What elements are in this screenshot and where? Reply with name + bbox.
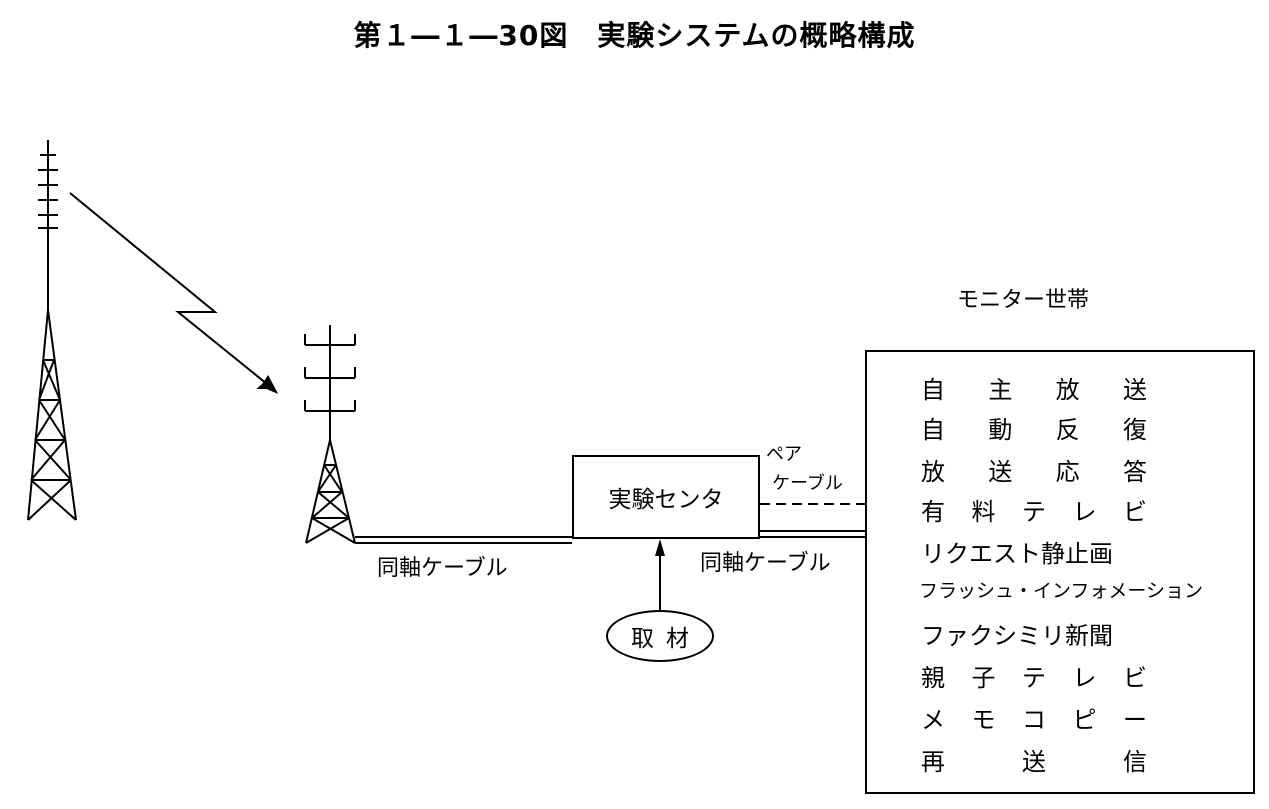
service-item: メモコピー <box>921 700 1147 735</box>
service-item: フラッシュ・インフォメーション <box>919 580 1204 602</box>
service-char: 放 <box>1055 376 1080 404</box>
service-char: ー <box>1123 706 1147 734</box>
service-char: コ <box>1022 706 1046 734</box>
monitor-households-label: モニター世帯 <box>957 288 1090 313</box>
service-char: 放 <box>921 458 945 486</box>
service-char: 再 <box>921 748 945 776</box>
service-char: 送 <box>988 458 1013 486</box>
service-char: 子 <box>971 664 996 692</box>
service-char: 動 <box>988 416 1013 444</box>
reporting-arrow-icon <box>655 539 665 610</box>
service-item: 自主放送 <box>921 370 1147 405</box>
radio-wave-icon <box>69 192 279 395</box>
service-char: 送 <box>1022 748 1046 776</box>
service-char: 有 <box>921 498 945 526</box>
service-item: リクエスト静止画 <box>921 540 1113 568</box>
service-item: 放送応答 <box>921 452 1147 487</box>
coax-cable-right-label: 同軸ケーブル <box>700 551 831 576</box>
service-char: モ <box>971 706 996 734</box>
service-item: ファクシミリ新聞 <box>921 622 1113 650</box>
service-char: ビ <box>1123 664 1147 692</box>
service-char: メ <box>921 706 945 734</box>
reporting-label: 取材 <box>631 626 701 652</box>
service-item: 親子テレビ <box>921 658 1147 693</box>
coax-cable-right <box>760 530 865 538</box>
service-char: レ <box>1072 498 1097 526</box>
service-char: 応 <box>1055 458 1080 486</box>
service-char: 親 <box>921 664 945 692</box>
service-char: ビ <box>1123 498 1147 526</box>
service-char: 料 <box>971 498 996 526</box>
coax-cable-left <box>355 536 572 544</box>
service-char: 送 <box>1122 376 1147 404</box>
service-char: 信 <box>1123 748 1147 776</box>
service-char: 反 <box>1055 416 1080 444</box>
figure-title: 第１―１―30図 実験システムの概略構成 <box>353 19 916 52</box>
coax-cable-left-label: 同軸ケーブル <box>377 556 508 581</box>
monitor-households-box: 自主放送自動反復放送応答有料テレビリクエスト静止画フラッシュ・インフォメーション… <box>865 350 1255 794</box>
service-item: 自動反復 <box>921 410 1147 445</box>
service-char: テ <box>1022 498 1046 526</box>
service-char: ピ <box>1072 706 1097 734</box>
receiving-tower-icon <box>304 325 356 544</box>
experiment-center-label: 実験センタ <box>608 487 724 513</box>
service-item: 有料テレビ <box>921 492 1147 527</box>
service-char: テ <box>1022 664 1046 692</box>
reporting-node: 取材 <box>606 610 714 662</box>
experiment-center-box: 実験センタ <box>572 455 760 539</box>
service-char: 復 <box>1122 416 1147 444</box>
service-char: 自 <box>921 416 945 444</box>
service-item: 再送信 <box>921 742 1147 777</box>
service-char: 自 <box>921 376 945 404</box>
broadcast-tower-icon <box>27 140 77 521</box>
pair-cable-label-line2: ケーブル <box>772 473 843 494</box>
service-char: 主 <box>988 376 1013 404</box>
pair-cable-label-line1: ペア <box>766 444 802 465</box>
service-char: 答 <box>1122 458 1147 486</box>
service-char: レ <box>1072 664 1097 692</box>
